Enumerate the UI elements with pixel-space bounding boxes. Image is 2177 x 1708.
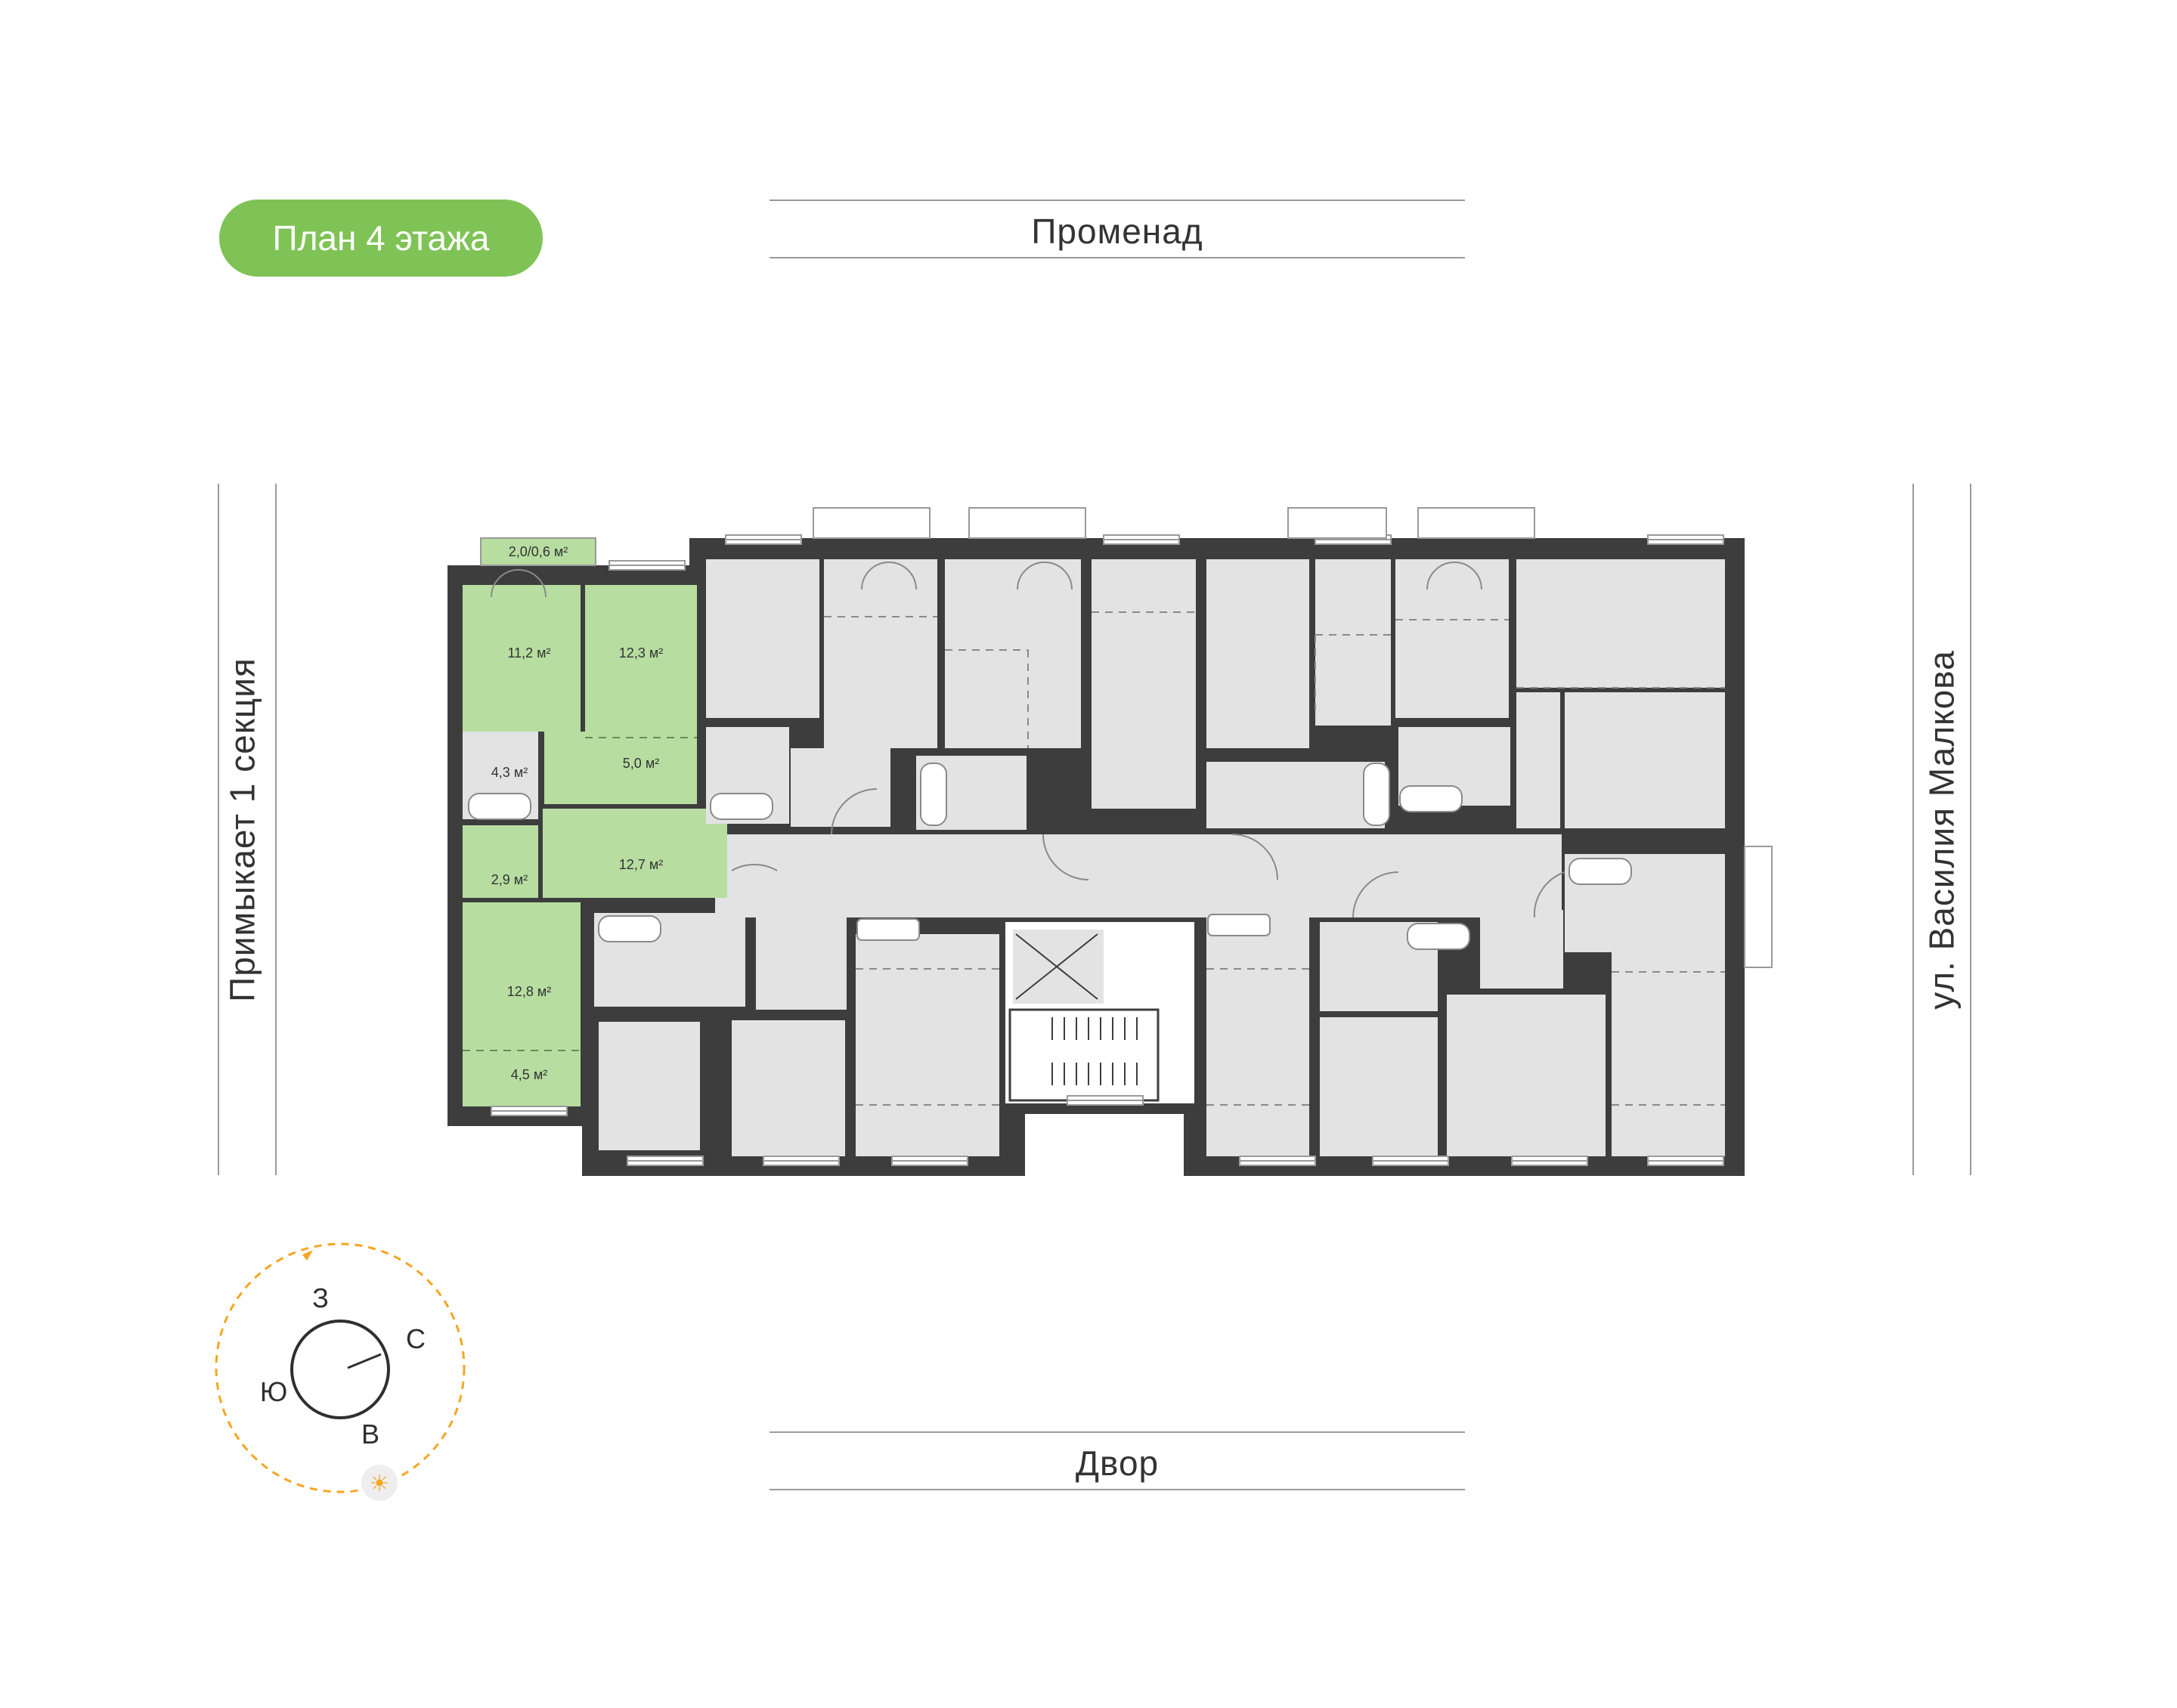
street-bottom-line-upper <box>770 1431 1465 1433</box>
sun-badge <box>361 1465 398 1501</box>
street-left-line-outer <box>218 484 219 1175</box>
street-top-text: Променад <box>1031 212 1203 251</box>
room-label-b: 12,3 м² <box>619 645 663 661</box>
compass-needle <box>347 1353 382 1369</box>
room-label-kitchen: 5,0 м² <box>623 756 659 771</box>
street-left-line-inner <box>275 484 277 1175</box>
street-top-label: Променад <box>770 203 1465 260</box>
compass-west: З <box>312 1283 329 1313</box>
door-swings <box>491 562 1565 918</box>
sun-icon: ☀ <box>370 1471 390 1496</box>
floor-label-badge: План 4 этажа <box>219 200 543 277</box>
compass-north: С <box>406 1323 426 1354</box>
room-label-a: 11,2 м² <box>507 645 550 661</box>
highlighted-apartment <box>463 537 727 1106</box>
bathroom-fixtures <box>468 763 1632 950</box>
room-label-c: 12,8 м² <box>507 984 551 999</box>
room-labels: 2,0/0,6 м² 11,2 м² 12,3 м² 5,0 м² 4,3 м²… <box>491 544 663 1082</box>
stair-treads <box>1051 1017 1138 1085</box>
street-top-line-upper <box>770 200 1465 201</box>
balconies <box>813 507 1773 968</box>
street-top-line-lower <box>770 257 1465 258</box>
room-label-bath: 4,3 м² <box>491 765 528 780</box>
compass-east: В <box>361 1419 379 1450</box>
other-apartments <box>594 559 1725 1156</box>
street-bottom-line-lower <box>770 1489 1465 1490</box>
compass-south: Ю <box>260 1376 287 1407</box>
sun-path-arrow-icon <box>302 1250 313 1261</box>
floor-label-text: План 4 этажа <box>272 218 490 258</box>
sun-path <box>215 1242 466 1493</box>
street-bottom-text: Двор <box>1075 1443 1160 1483</box>
room-label-hall: 12,7 м² <box>619 857 663 872</box>
street-right-line-inner <box>1912 484 1914 1175</box>
room-label-balcony: 2,0/0,6 м² <box>509 544 568 559</box>
street-bottom-label: Двор <box>770 1434 1465 1492</box>
room-label-loggia: 4,5 м² <box>511 1067 547 1082</box>
room-label-wc: 2,9 м² <box>491 872 528 887</box>
street-right-line-outer <box>1970 484 1971 1175</box>
room-dividers <box>824 611 1725 1106</box>
compass: ☀ З С Ю В <box>215 1242 466 1501</box>
compass-dial <box>290 1320 390 1419</box>
